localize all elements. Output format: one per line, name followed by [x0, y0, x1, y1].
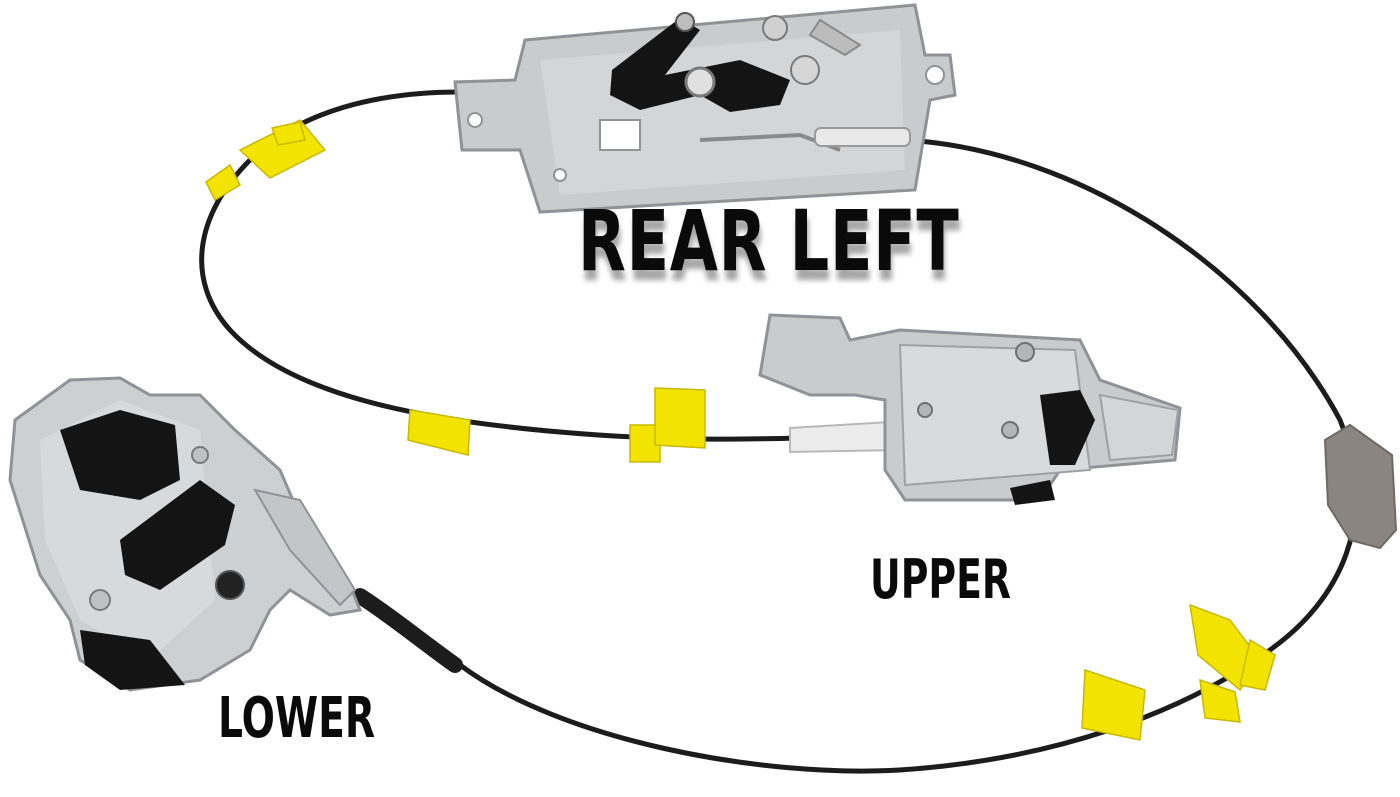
lower-latch-icon [8, 376, 363, 692]
upper-cable-sleeve [789, 420, 897, 454]
upper-latch-icon [758, 313, 1182, 505]
yellow-clip-icon [205, 119, 1276, 741]
rear-latch-plate-icon [453, 3, 957, 214]
upper-latch-label: UPPER [870, 548, 1012, 611]
rear-left-label: REAR LEFT [578, 192, 960, 290]
outer-cable [377, 137, 1359, 774]
lower-latch-label: LOWER [218, 686, 376, 751]
foam-pad-icon [1323, 423, 1398, 550]
lower-cable-sheath [352, 588, 463, 673]
